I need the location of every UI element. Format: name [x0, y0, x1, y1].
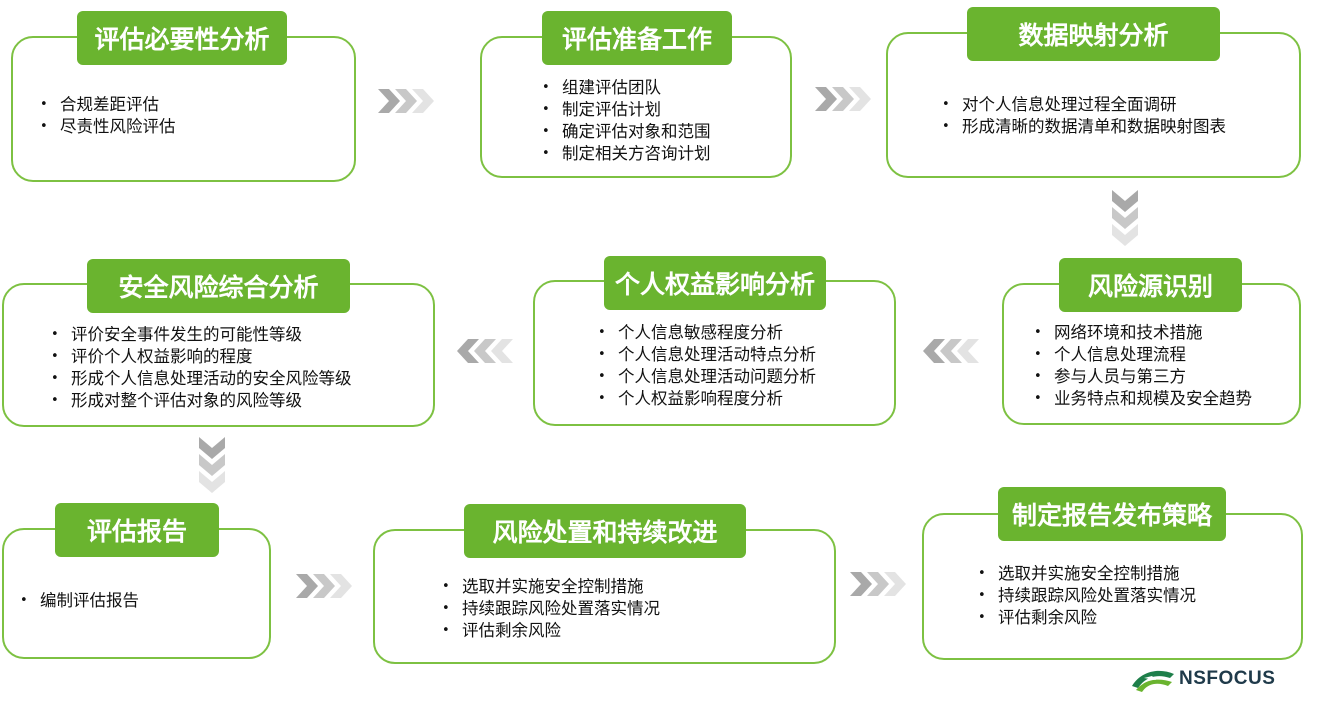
chevron-icon: [412, 89, 434, 113]
chevron-icon: [850, 572, 872, 596]
step-item: 选取并实施安全控制措施: [438, 576, 660, 598]
step-item: 制定相关方咨询计划: [538, 143, 711, 165]
chevron-icon: [867, 572, 889, 596]
step-item: 形成个人信息处理活动的安全风险等级: [47, 368, 352, 390]
step-title-9: 制定报告发布策略: [998, 487, 1226, 541]
step-title-6: 安全风险综合分析: [87, 259, 350, 313]
flow-arrow-left-icon: [457, 339, 513, 363]
step-title-1: 评估必要性分析: [77, 11, 287, 65]
flow-arrow-down-icon: [199, 437, 225, 493]
chevron-icon: [199, 471, 225, 493]
step-items-1: 合规差距评估 尽责性风险评估: [36, 94, 176, 138]
chevron-icon: [330, 574, 352, 598]
step-item: 选取并实施安全控制措施: [974, 563, 1196, 585]
step-items-6: 评价安全事件发生的可能性等级 评价个人权益影响的程度 形成个人信息处理活动的安全…: [47, 324, 352, 412]
chevron-icon: [957, 339, 979, 363]
chevron-icon: [940, 339, 962, 363]
chevron-icon: [313, 574, 335, 598]
step-item: 评价个人权益影响的程度: [47, 346, 352, 368]
step-item: 合规差距评估: [36, 94, 176, 116]
step-item: 编制评估报告: [16, 590, 139, 612]
flow-arrow-right-icon: [296, 574, 352, 598]
step-items-3: 对个人信息处理过程全面调研 形成清晰的数据清单和数据映射图表: [938, 94, 1226, 138]
nsfocus-logo: NSFOCUS: [1130, 666, 1275, 692]
step-title-4: 风险源识别: [1059, 258, 1242, 312]
chevron-icon: [1112, 207, 1138, 229]
step-item: 对个人信息处理过程全面调研: [938, 94, 1226, 116]
chevron-icon: [815, 87, 837, 111]
step-title-8: 风险处置和持续改进: [464, 504, 746, 558]
step-item: 形成对整个评估对象的风险等级: [47, 390, 352, 412]
chevron-icon: [378, 89, 400, 113]
step-item: 持续跟踪风险处置落实情况: [974, 585, 1196, 607]
chevron-icon: [457, 339, 479, 363]
flow-arrow-left-icon: [923, 339, 979, 363]
nsfocus-logo-text: NSFOCUS: [1179, 668, 1276, 689]
flow-arrow-right-icon: [378, 89, 434, 113]
step-item: 参与人员与第三方: [1030, 366, 1252, 388]
chevron-icon: [1112, 190, 1138, 212]
step-items-2: 组建评估团队 制定评估计划 确定评估对象和范围 制定相关方咨询计划: [538, 77, 711, 165]
step-title-5: 个人权益影响分析: [604, 256, 826, 310]
chevron-icon: [491, 339, 513, 363]
step-item: 个人信息处理流程: [1030, 344, 1252, 366]
step-item: 组建评估团队: [538, 77, 711, 99]
step-item: 评估剩余风险: [974, 607, 1196, 629]
step-item: 确定评估对象和范围: [538, 121, 711, 143]
step-items-8: 选取并实施安全控制措施 持续跟踪风险处置落实情况 评估剩余风险: [438, 576, 660, 642]
flow-arrow-right-icon: [850, 572, 906, 596]
step-item: 个人信息敏感程度分析: [594, 322, 816, 344]
chevron-icon: [849, 87, 871, 111]
step-item: 个人权益影响程度分析: [594, 388, 816, 410]
step-item: 形成清晰的数据清单和数据映射图表: [938, 116, 1226, 138]
step-item: 业务特点和规模及安全趋势: [1030, 388, 1252, 410]
chevron-icon: [884, 572, 906, 596]
step-item: 个人信息处理活动特点分析: [594, 344, 816, 366]
chevron-icon: [1112, 224, 1138, 246]
step-item: 持续跟踪风险处置落实情况: [438, 598, 660, 620]
step-item: 个人信息处理活动问题分析: [594, 366, 816, 388]
chevron-icon: [923, 339, 945, 363]
step-item: 网络环境和技术措施: [1030, 322, 1252, 344]
step-title-2: 评估准备工作: [542, 11, 732, 65]
step-title-7: 评估报告: [55, 503, 219, 557]
step-title-3: 数据映射分析: [967, 7, 1220, 61]
flow-arrow-down-icon: [1112, 190, 1138, 246]
step-item: 评价安全事件发生的可能性等级: [47, 324, 352, 346]
chevron-icon: [199, 454, 225, 476]
step-items-5: 个人信息敏感程度分析 个人信息处理活动特点分析 个人信息处理活动问题分析 个人权…: [594, 322, 816, 410]
chevron-icon: [832, 87, 854, 111]
step-items-9: 选取并实施安全控制措施 持续跟踪风险处置落实情况 评估剩余风险: [974, 563, 1196, 629]
step-item: 尽责性风险评估: [36, 116, 176, 138]
chevron-icon: [296, 574, 318, 598]
flow-arrow-right-icon: [815, 87, 871, 111]
step-item: 评估剩余风险: [438, 620, 660, 642]
chevron-icon: [199, 437, 225, 459]
step-items-7: 编制评估报告: [16, 590, 139, 612]
chevron-icon: [474, 339, 496, 363]
step-item: 制定评估计划: [538, 99, 711, 121]
step-items-4: 网络环境和技术措施 个人信息处理流程 参与人员与第三方 业务特点和规模及安全趋势: [1030, 322, 1252, 410]
chevron-icon: [395, 89, 417, 113]
nsfocus-logo-icon: [1132, 670, 1174, 692]
